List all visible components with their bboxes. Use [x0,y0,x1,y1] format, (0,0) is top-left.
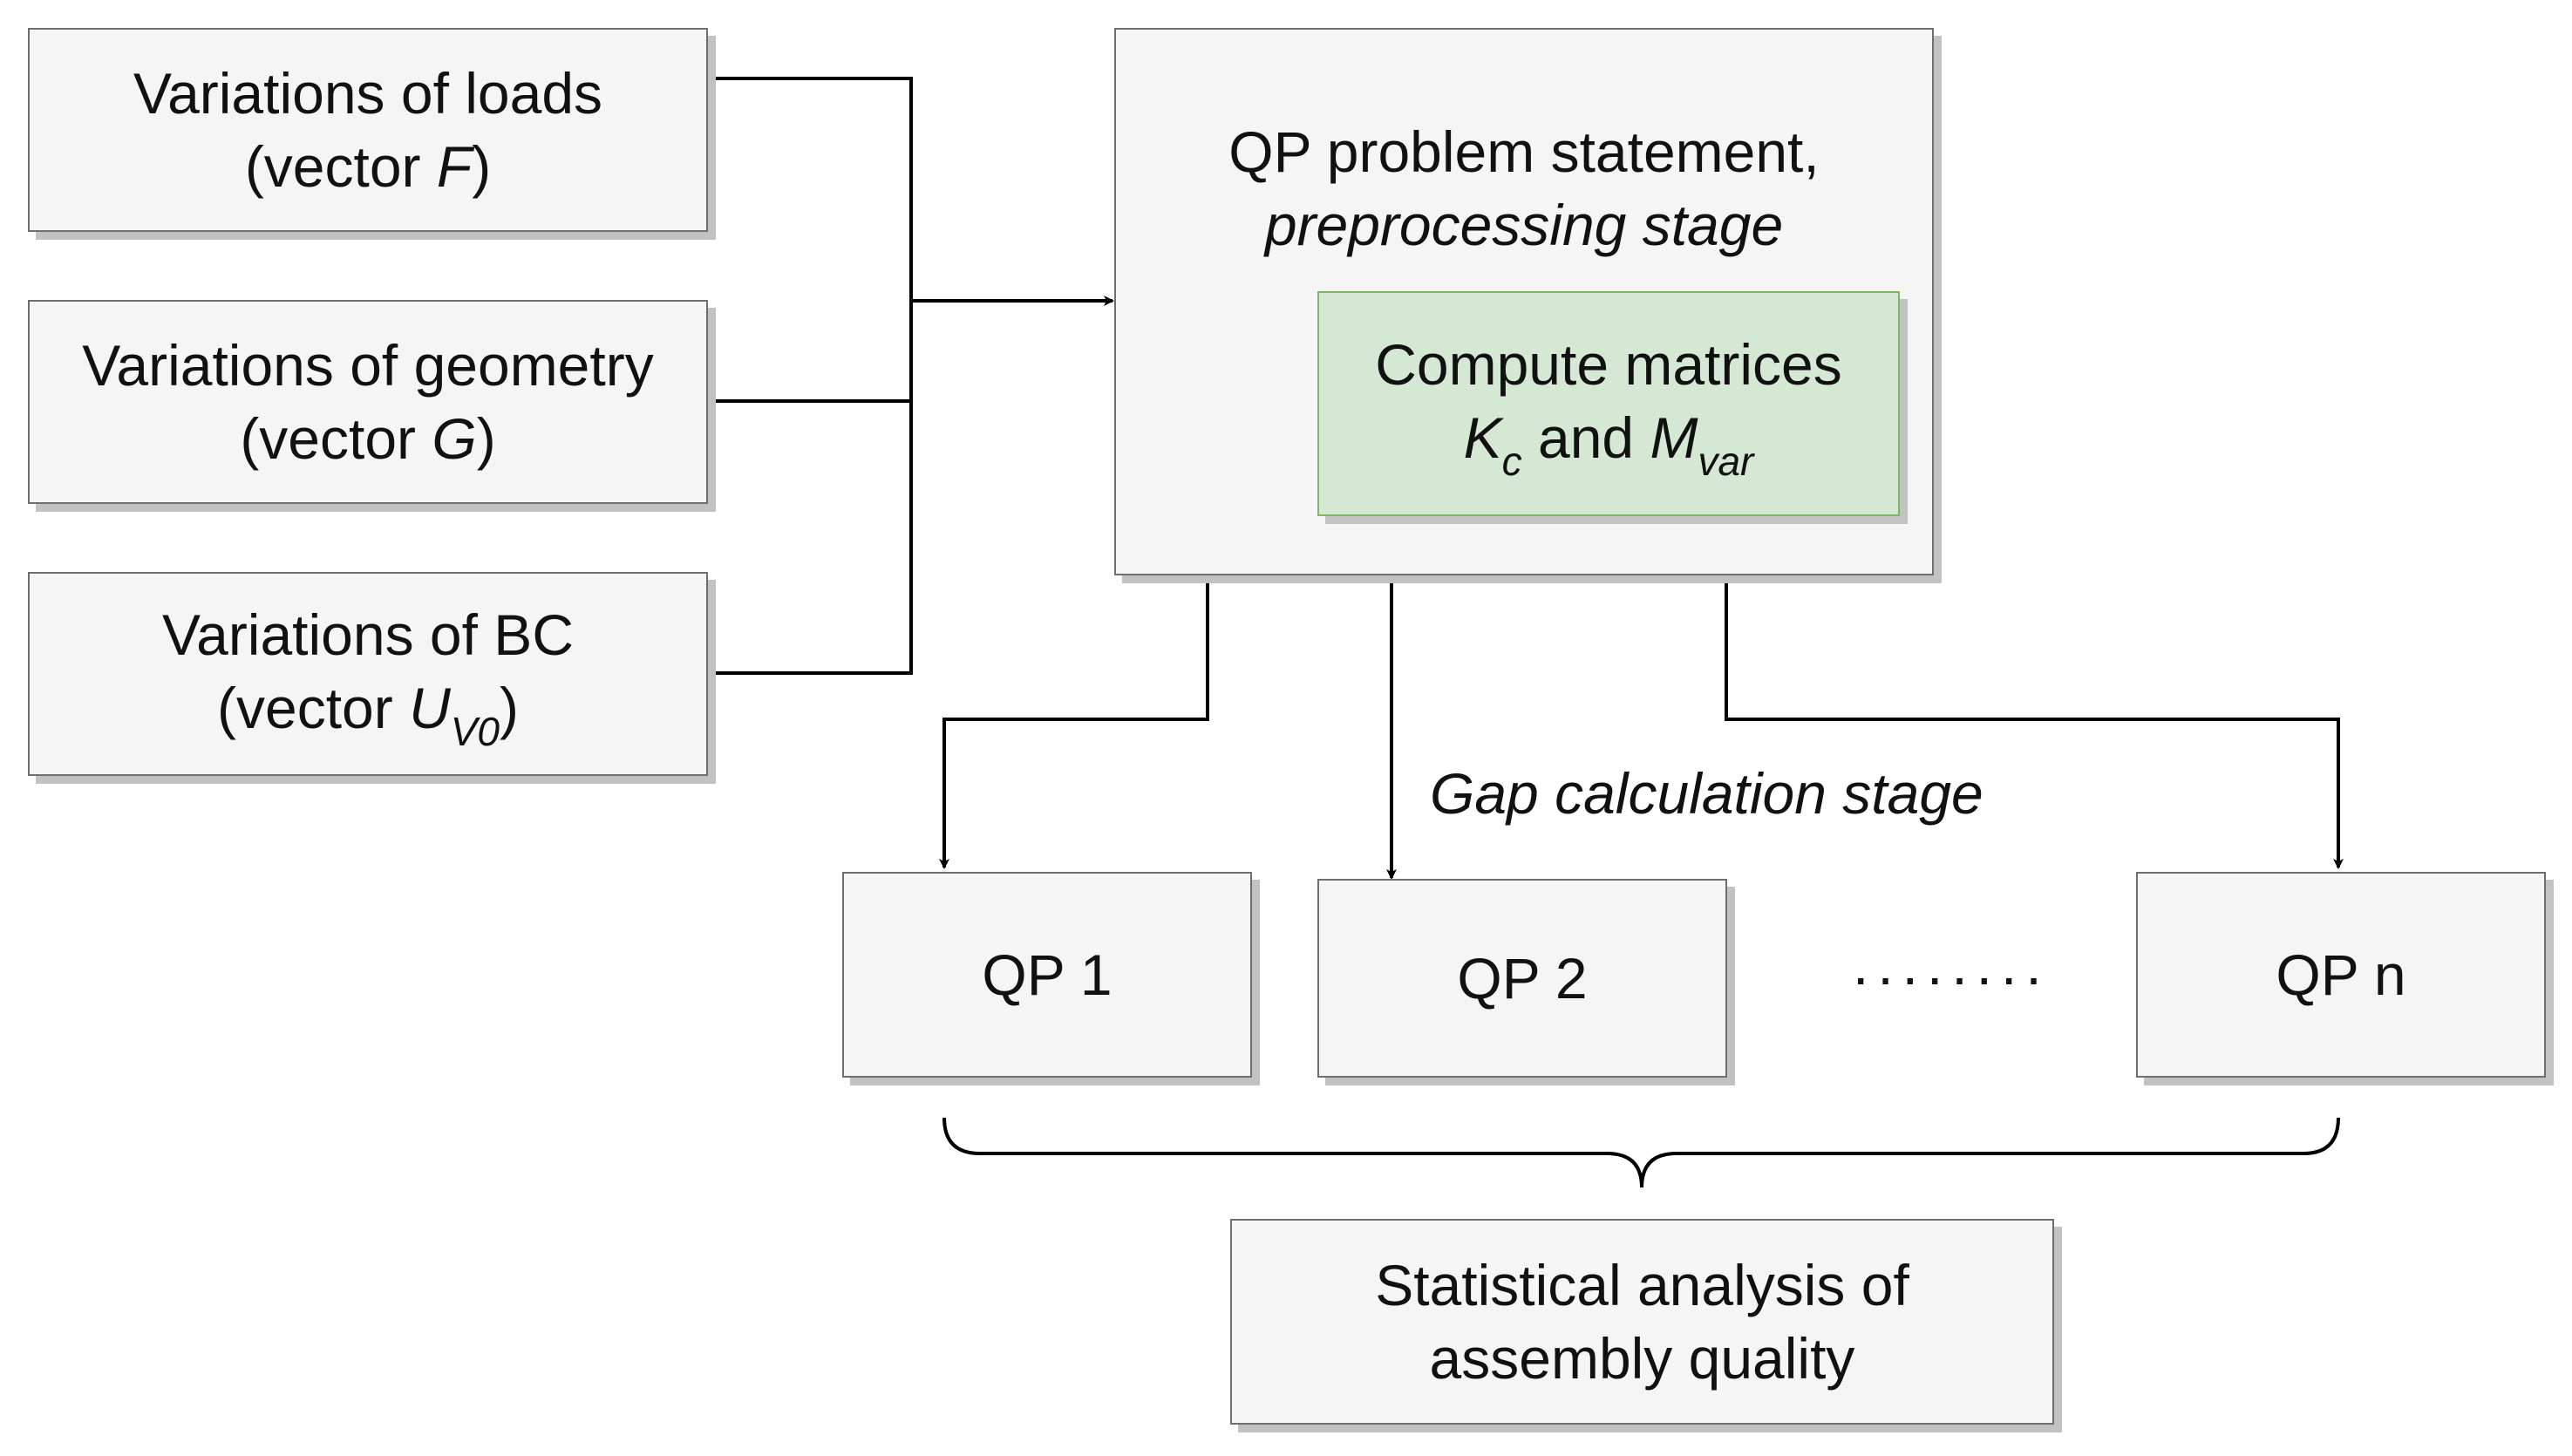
ellipsis: ........ [1853,932,2051,997]
matrix-k-subscript: c [1501,438,1522,484]
connector-bc [708,301,913,675]
qp-2-box: QP 2 [1317,879,1727,1078]
bc-variations-box: Variations of BC (vector UV0) [28,572,708,776]
connector-loads [708,77,913,301]
bc-vector-symbol: U [409,675,451,740]
loads-vector-symbol: F [436,134,473,199]
statistical-analysis-box: Statistical analysis of assembly quality [1230,1219,2054,1425]
bc-vector-suffix: ) [500,675,519,740]
preprocessing-stage-label: preprocessing stage [1264,193,1784,257]
statistics-line-2: assembly quality [1429,1326,1855,1391]
statistics-line-1: Statistical analysis of [1375,1253,1909,1317]
preprocessing-title: QP problem statement, [1228,119,1820,184]
bc-title: Variations of BC [162,602,574,667]
compute-matrices-line: Kc and Mvar [1463,401,1754,484]
geometry-vector-symbol: G [432,406,477,471]
loads-vector-line: (vector F) [245,130,491,203]
matrix-k-symbol: K [1463,405,1502,470]
arrow-to-qp1 [939,577,1209,869]
geometry-title: Variations of geometry [82,333,654,398]
matrix-m-symbol: M [1650,405,1698,470]
qp-1-box: QP 1 [842,872,1252,1078]
qp-1-label: QP 1 [982,942,1112,1007]
geometry-vector-suffix: ) [476,406,496,471]
matrix-m-subscript: var [1698,438,1754,484]
bc-vector-prefix: (vector [217,675,410,740]
bc-vector-subscript: V0 [450,708,500,754]
loads-vector-suffix: ) [472,134,492,199]
bc-vector-line: (vector UV0) [217,671,519,754]
gap-calculation-stage-label: Gap calculation stage [1430,761,1983,826]
compute-title: Compute matrices [1375,331,1842,397]
qp-2-label: QP 2 [1457,946,1588,1010]
geometry-variations-box: Variations of geometry (vector G) [28,300,708,504]
loads-vector-prefix: (vector [244,134,437,199]
curly-brace [942,1117,2340,1188]
loads-title: Variations of loads [133,61,603,126]
compute-matrices-box: Compute matrices Kc and Mvar [1317,291,1900,516]
loads-variations-box: Variations of loads (vector F) [28,28,708,232]
geometry-vector-prefix: (vector [240,406,432,471]
geometry-vector-line: (vector G) [240,402,495,475]
arrow-to-qpn [1725,577,2344,869]
qp-n-box: QP n [2136,872,2546,1078]
compute-and: and [1521,405,1650,470]
qp-n-label: QP n [2276,942,2406,1007]
